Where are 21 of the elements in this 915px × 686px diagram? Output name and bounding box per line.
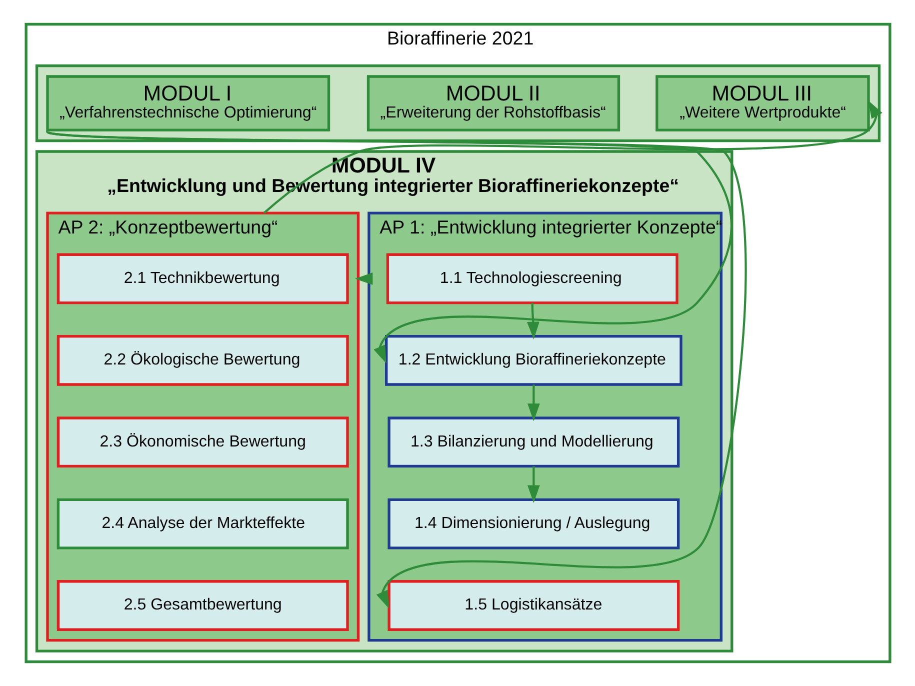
arrow	[526, 302, 539, 340]
arrow	[526, 384, 540, 422]
arrow	[46, 130, 746, 608]
node-box: 1.5 Logistikansätze	[387, 580, 680, 631]
node-box: MODUL I „Verfahrenstechnische Optimierung“	[46, 75, 330, 132]
arrow	[46, 130, 732, 364]
arrow	[526, 466, 540, 503]
node-box: MODUL II „Erweiterung der Rohstoffbasis“	[366, 75, 620, 132]
node-box: 2.5 Gesamtbewertung	[56, 580, 348, 631]
node-box: 2.3 Ökonomische Bewertung	[56, 416, 348, 468]
node-box: 1.3 Bilanzierung und Modellierung	[387, 416, 680, 468]
node-box: 1.4 Dimensionierung / Auslegung	[387, 498, 680, 550]
arrow	[354, 272, 372, 285]
node-box: 2.1 Technikbewertung	[56, 253, 348, 304]
node-box: 2.4 Analyse der Markteffekte	[56, 498, 348, 550]
node-box: 2.2 Ökologische Bewertung	[56, 334, 348, 386]
node-box: 1.1 Technologiescreening	[386, 253, 678, 304]
node-box: MODUL III „Weitere Wertprodukte“	[655, 75, 870, 132]
node-box: 1.2 Entwicklung Bioraffineriekonzepte	[384, 334, 682, 386]
arrow	[262, 100, 882, 214]
cluster	[34, 64, 880, 142]
